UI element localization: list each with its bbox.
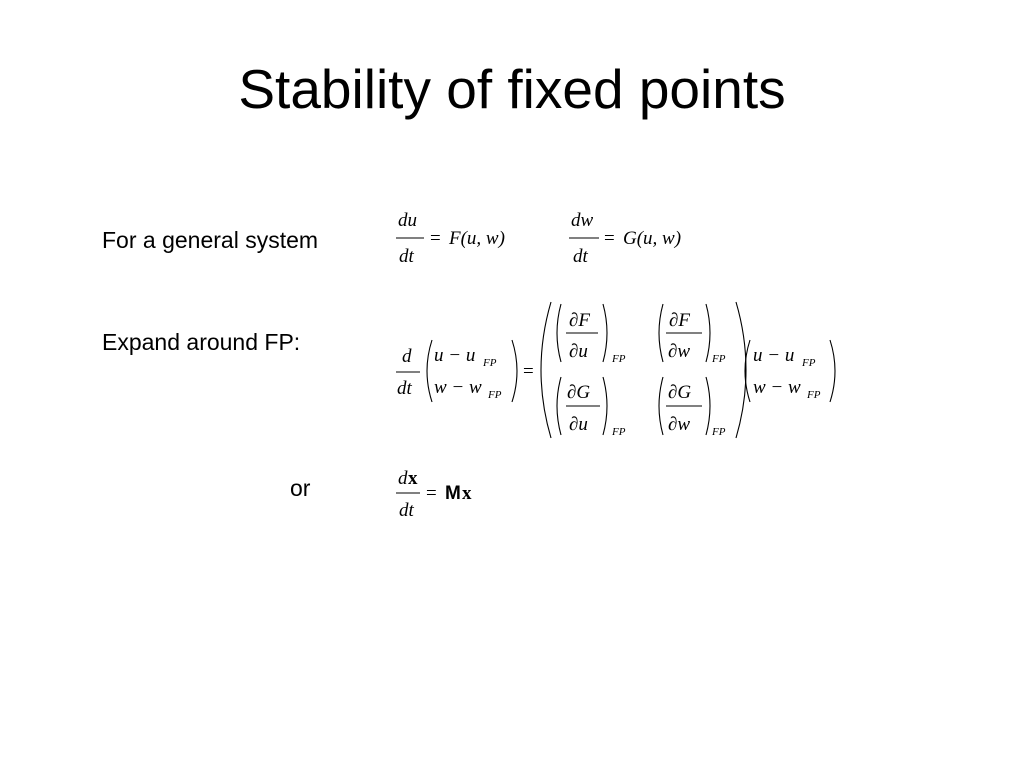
vec1-bottom: w − w	[434, 377, 482, 398]
equation-matrix-form: d x dt = M x	[396, 468, 472, 521]
or-label: or	[290, 475, 311, 501]
m12-sub: FP	[711, 353, 726, 365]
m22-denominator: ∂w	[668, 414, 690, 435]
m12-right-paren	[705, 303, 711, 363]
equation-dw-dt: dw dt = G(u, w)	[569, 210, 681, 267]
vec2-bottom: w − w	[753, 377, 801, 398]
eq3-matrix-M: M	[445, 483, 461, 504]
m11-sub: FP	[611, 353, 626, 365]
eq3-denominator: dt	[399, 500, 415, 521]
vec2-top-sub: FP	[801, 357, 816, 369]
m21-sub: FP	[611, 426, 626, 438]
vec1-left-paren	[426, 339, 433, 403]
m11-denominator: ∂u	[569, 341, 588, 362]
m21-numerator: ∂G	[567, 382, 590, 403]
eq1-numerator: du	[398, 210, 417, 231]
eq1-rhs: F(u, w)	[448, 228, 505, 249]
m12-denominator: ∂w	[668, 341, 690, 362]
m22-sub: FP	[711, 426, 726, 438]
equation-du-dt: du dt = F(u, w)	[396, 210, 505, 267]
vec2-top: u − u	[753, 345, 794, 366]
m12-numerator: ∂F	[669, 310, 690, 331]
m12-left-paren	[658, 303, 664, 363]
eq2-rhs: G(u, w)	[623, 228, 681, 249]
vec1-top: u − u	[434, 345, 475, 366]
eq3-numerator-d: d	[398, 468, 408, 489]
d-denominator: dt	[397, 378, 413, 399]
m11-left-paren	[556, 303, 562, 363]
eq3-equals: =	[426, 483, 437, 504]
m21-right-paren	[602, 376, 608, 436]
vec1-top-sub: FP	[482, 357, 497, 369]
general-system-label: For a general system	[102, 227, 319, 253]
d-numerator: d	[402, 346, 412, 367]
eq1-equals: =	[430, 228, 441, 249]
m22-numerator: ∂G	[668, 382, 691, 403]
eq1-denominator: dt	[399, 246, 415, 267]
eq3-vector-x: x	[462, 483, 472, 504]
expand-fp-label: Expand around FP:	[102, 329, 301, 355]
m11-numerator: ∂F	[569, 310, 590, 331]
vec1-right-paren	[511, 339, 518, 403]
equation-expansion: d dt u − u FP w − w FP = ∂F ∂u FP ∂F ∂w …	[396, 301, 836, 439]
eq3-numerator-x: x	[408, 468, 418, 489]
eq2-numerator: dw	[571, 210, 594, 231]
eq2-equals: =	[604, 228, 615, 249]
m21-left-paren	[556, 376, 562, 436]
eq2-denominator: dt	[573, 246, 589, 267]
m21-denominator: ∂u	[569, 414, 588, 435]
vec2-bottom-sub: FP	[806, 389, 821, 401]
matrix-left-paren	[540, 301, 552, 439]
m22-left-paren	[658, 376, 664, 436]
vec2-right-paren	[829, 339, 836, 403]
m11-right-paren	[602, 303, 608, 363]
vec1-bottom-sub: FP	[487, 389, 502, 401]
m22-right-paren	[705, 376, 711, 436]
expansion-equals: =	[523, 361, 534, 382]
slide-title: Stability of fixed points	[238, 58, 786, 120]
matrix-right-paren	[735, 301, 747, 439]
vec2-left-paren	[744, 339, 751, 403]
